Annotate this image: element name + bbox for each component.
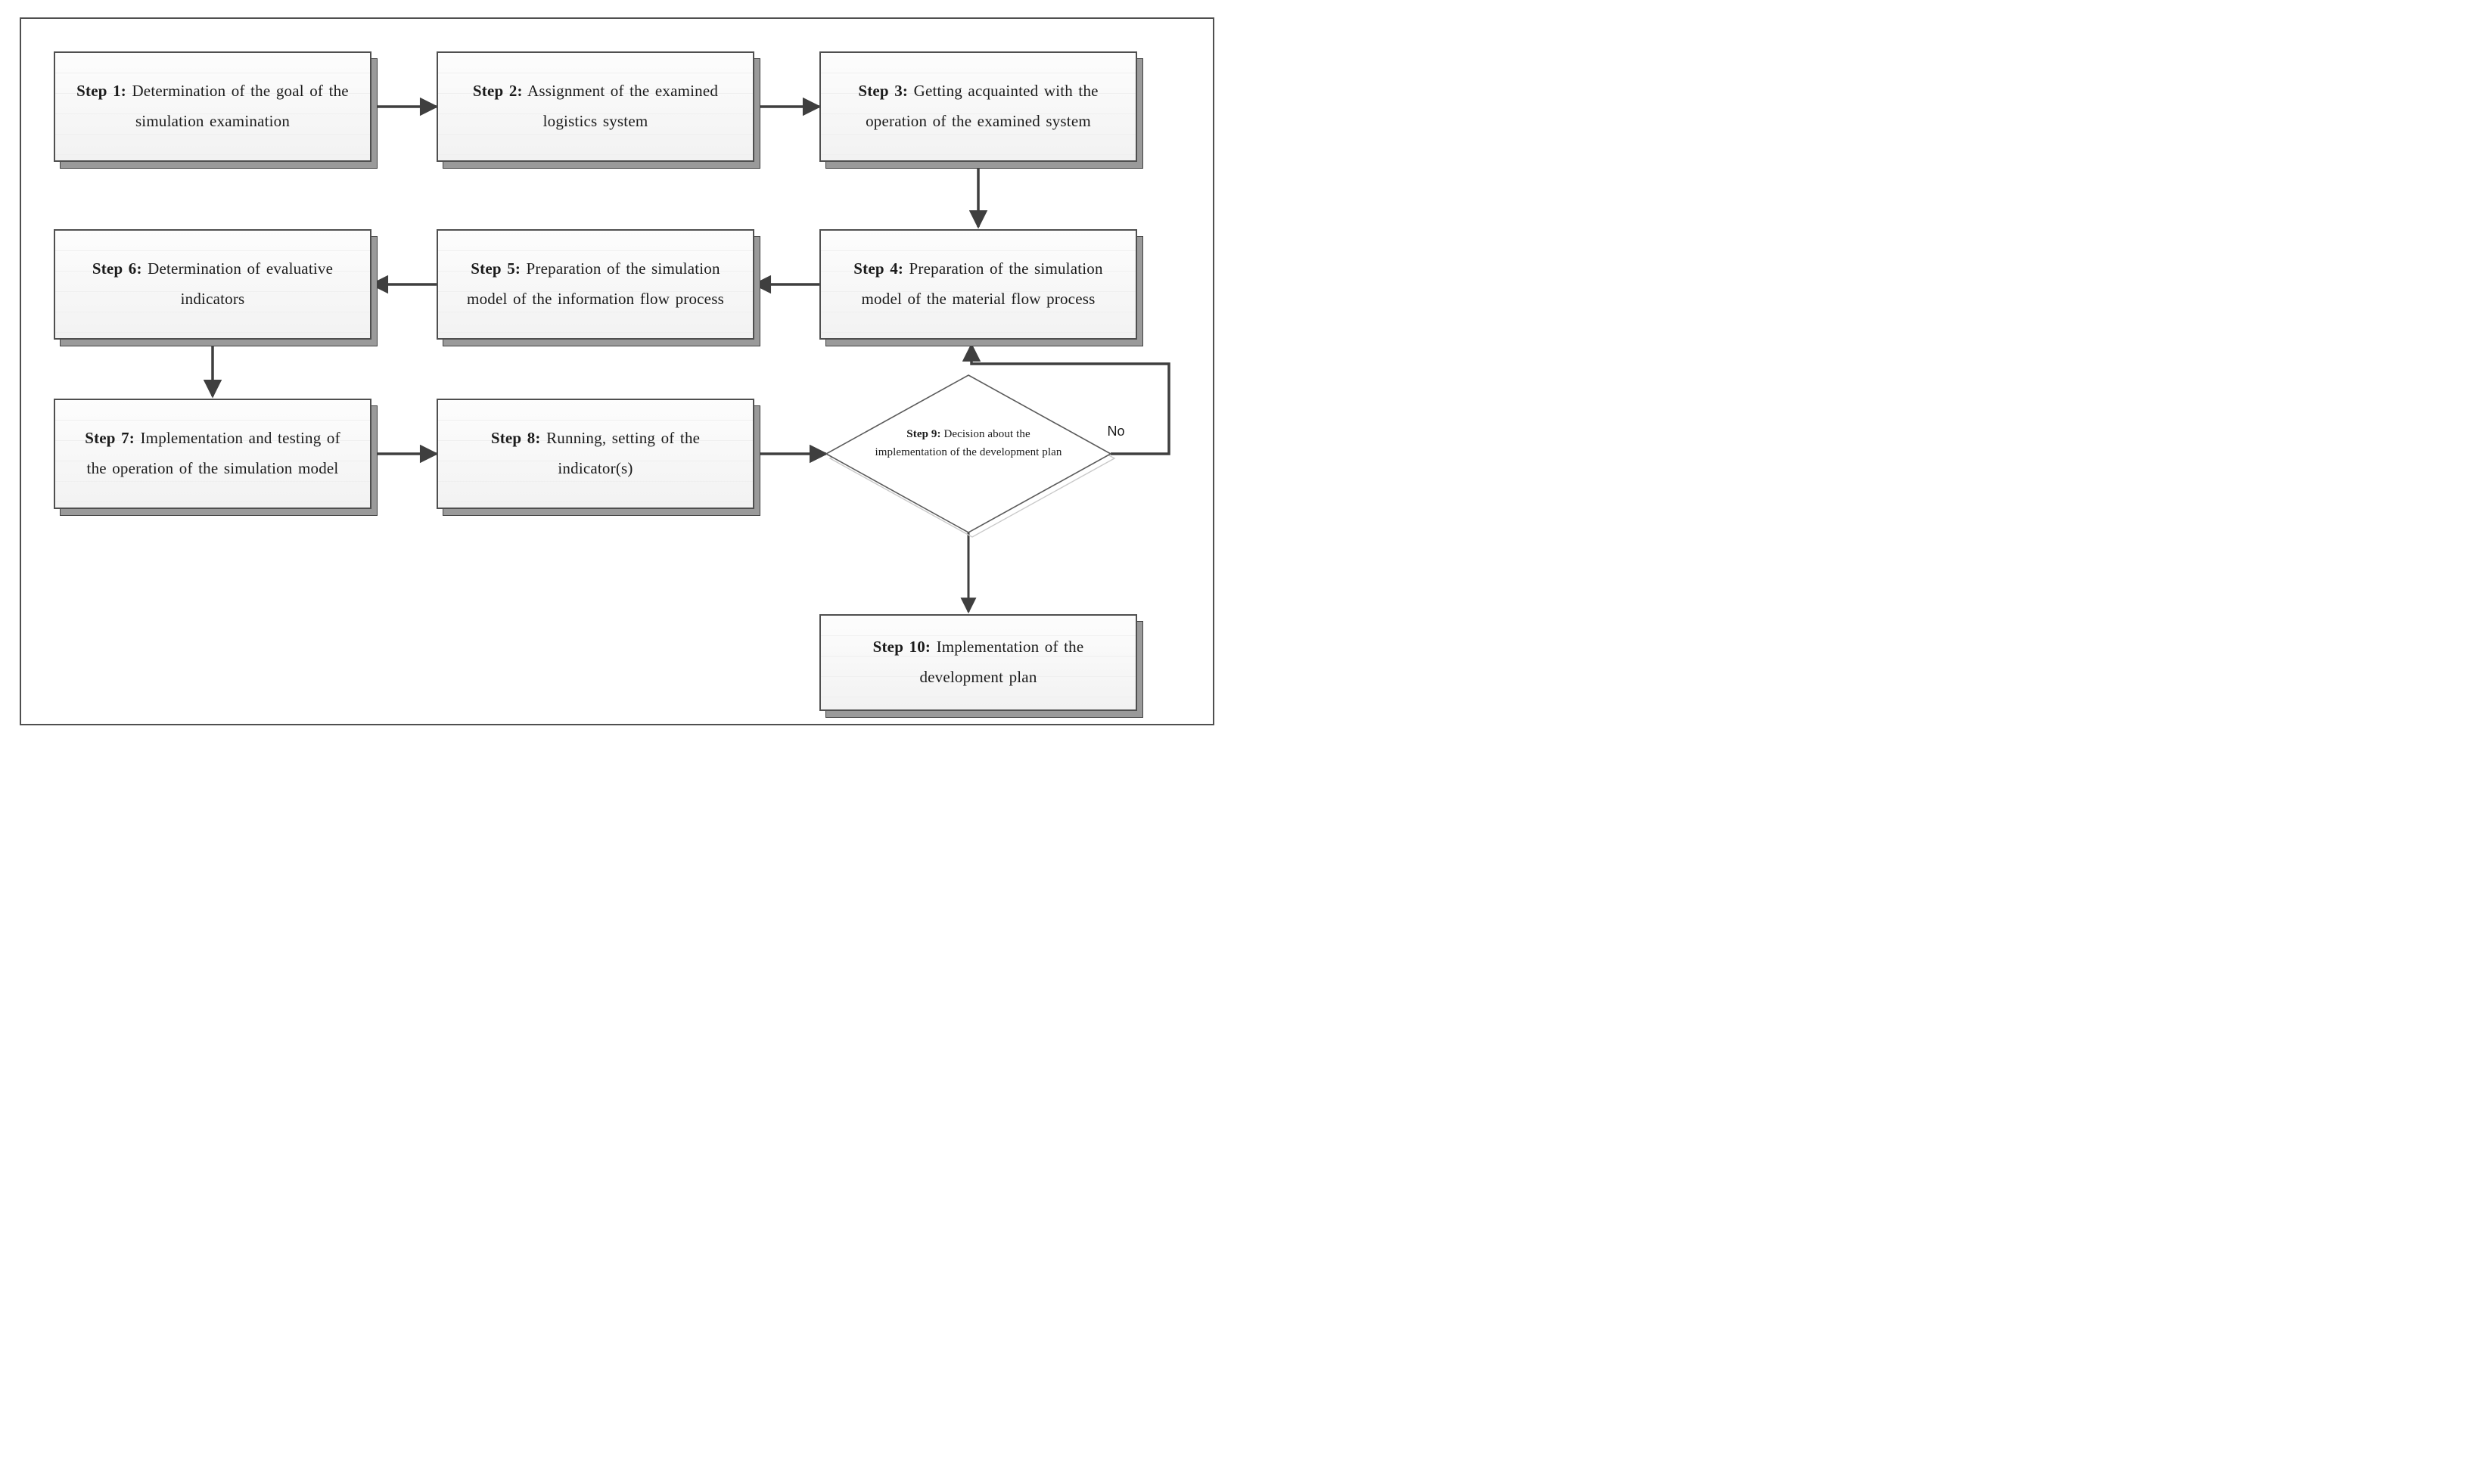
step-3-text: Step 3: Getting acquainted with the oper… xyxy=(841,76,1116,137)
step-1-box: Step 1: Determination of the goal of the… xyxy=(54,51,371,162)
step-8-box: Step 8: Running, setting of the indicato… xyxy=(437,399,754,509)
step-3-description: Getting acquainted with the operation of… xyxy=(866,82,1099,130)
step-4-number: Step 4: xyxy=(853,259,904,278)
step-6-box: Step 6: Determination of evaluative indi… xyxy=(54,229,371,340)
step-2-number: Step 2: xyxy=(472,82,523,101)
step-6-text: Step 6: Determination of evaluative indi… xyxy=(75,254,350,315)
step-8-text: Step 8: Running, setting of the indicato… xyxy=(458,424,733,484)
step-7-number: Step 7: xyxy=(85,429,135,448)
step-9-description: Decision about the implementation of the… xyxy=(875,428,1062,458)
step-3-number: Step 3: xyxy=(858,82,909,101)
step-5-description: Preparation of the simulation model of t… xyxy=(467,259,724,308)
step-10-box: Step 10: Implementation of the developme… xyxy=(819,614,1137,711)
step-7-box: Step 7: Implementation and testing of th… xyxy=(54,399,371,509)
step-2-text: Step 2: Assignment of the examined logis… xyxy=(458,76,733,137)
step-5-number: Step 5: xyxy=(471,259,521,278)
step-6-number: Step 6: xyxy=(92,259,142,278)
step-4-text: Step 4: Preparation of the simulation mo… xyxy=(841,254,1116,315)
step-5-text: Step 5: Preparation of the simulation mo… xyxy=(458,254,733,315)
step-3-box: Step 3: Getting acquainted with the oper… xyxy=(819,51,1137,162)
step-4-box: Step 4: Preparation of the simulation mo… xyxy=(819,229,1137,340)
step-9-decision-text: Step 9: Decision about the implementatio… xyxy=(874,425,1063,461)
step-1-text: Step 1: Determination of the goal of the… xyxy=(75,76,350,137)
step-5-box: Step 5: Preparation of the simulation mo… xyxy=(437,229,754,340)
step-6-description: Determination of evaluative indicators xyxy=(148,259,334,308)
step-10-number: Step 10: xyxy=(872,638,931,657)
step-8-number: Step 8: xyxy=(490,429,541,448)
step-1-number: Step 1: xyxy=(76,82,126,101)
step-1-description: Determination of the goal of the simulat… xyxy=(132,82,349,130)
step-2-box: Step 2: Assignment of the examined logis… xyxy=(437,51,754,162)
step-10-text: Step 10: Implementation of the developme… xyxy=(841,632,1116,693)
step-2-description: Assignment of the examined logistics sys… xyxy=(527,82,719,130)
step-7-description: Implementation and testing of the operat… xyxy=(86,429,340,477)
flowchart-canvas: Step 1: Determination of the goal of the… xyxy=(0,0,1232,742)
step-8-description: Running, setting of the indicator(s) xyxy=(546,429,701,477)
figure-border xyxy=(20,17,1214,725)
step-10-description: Implementation of the development plan xyxy=(919,638,1084,686)
step-4-description: Preparation of the simulation model of t… xyxy=(861,259,1103,308)
no-branch-label: No xyxy=(1107,424,1125,439)
step-9-number: Step 9: xyxy=(906,428,941,440)
step-7-text: Step 7: Implementation and testing of th… xyxy=(75,424,350,484)
